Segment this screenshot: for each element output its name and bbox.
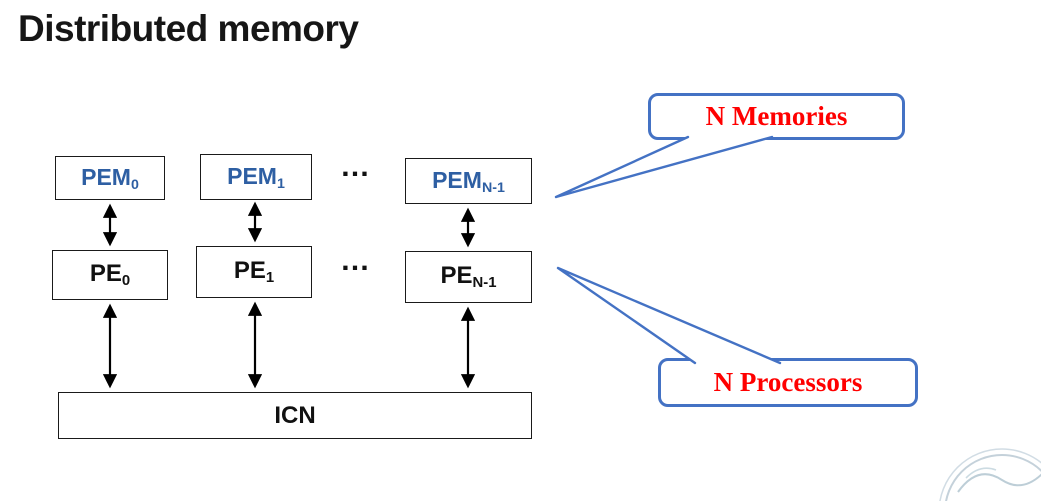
pem-1-subscript: 1	[276, 175, 285, 192]
ellipsis-processor-row: …	[340, 244, 370, 277]
pe-n1-label: PEN-1	[441, 262, 497, 291]
pe-n1-name: PE	[440, 262, 473, 290]
pem-0-label: PEM0	[81, 164, 139, 193]
page-title: Distributed memory	[18, 8, 359, 49]
pem-1-label: PEM1	[227, 163, 285, 192]
pem-n1-subscript: N-1	[481, 179, 505, 196]
processors-callout-tail	[556, 266, 782, 365]
pe-1-name: PE	[233, 257, 266, 285]
processors-callout: N Processors	[658, 358, 918, 407]
processors-callout-label: N Processors	[713, 367, 863, 397]
pem-0-name: PEM	[81, 163, 131, 190]
pem-n1-label: PEMN-1	[432, 167, 505, 196]
pe-1-subscript: 1	[265, 270, 275, 287]
pem-n1-name: PEM	[432, 166, 482, 193]
memories-callout-label: N Memories	[705, 101, 848, 131]
ellipsis-memory-row: …	[340, 150, 370, 183]
memories-callout: N Memories	[648, 93, 905, 140]
pe-0-name: PE	[89, 260, 122, 288]
pe-0-box: PE0	[52, 250, 168, 300]
memories-callout-tail	[554, 135, 774, 199]
pem-n1-box: PEMN-1	[405, 158, 532, 204]
pem-1-name: PEM	[227, 162, 277, 189]
pe-n1-subscript: N-1	[472, 275, 497, 292]
pem-0-box: PEM0	[55, 156, 165, 200]
pe-0-subscript: 0	[121, 273, 131, 290]
pe-1-box: PE1	[196, 246, 312, 298]
pem-1-box: PEM1	[200, 154, 312, 200]
pe-n1-box: PEN-1	[405, 251, 532, 303]
pe-1-label: PE1	[234, 257, 274, 286]
icn-box: ICN	[58, 392, 532, 439]
pe-0-label: PE0	[90, 260, 130, 289]
watermark-logo	[939, 448, 1041, 501]
icn-label: ICN	[274, 401, 316, 429]
pem-0-subscript: 0	[130, 176, 139, 193]
